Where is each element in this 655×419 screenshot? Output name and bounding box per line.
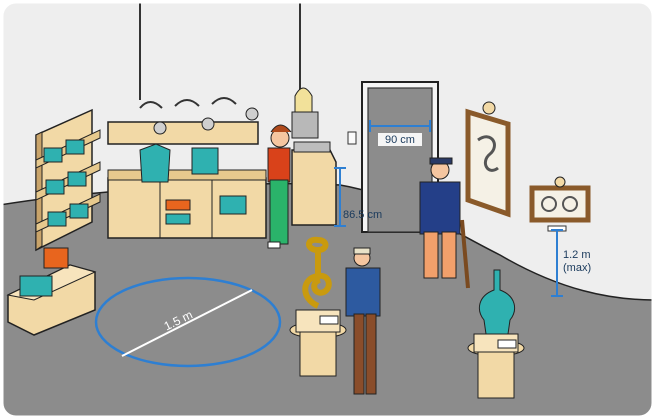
display-height-note: (max) — [563, 262, 591, 274]
display-height-value: 1.2 m — [563, 249, 591, 261]
cashier-counter — [292, 142, 336, 225]
counter-height-label: 86.5 cm — [343, 209, 382, 221]
door-width-label: 90 cm — [385, 134, 415, 146]
